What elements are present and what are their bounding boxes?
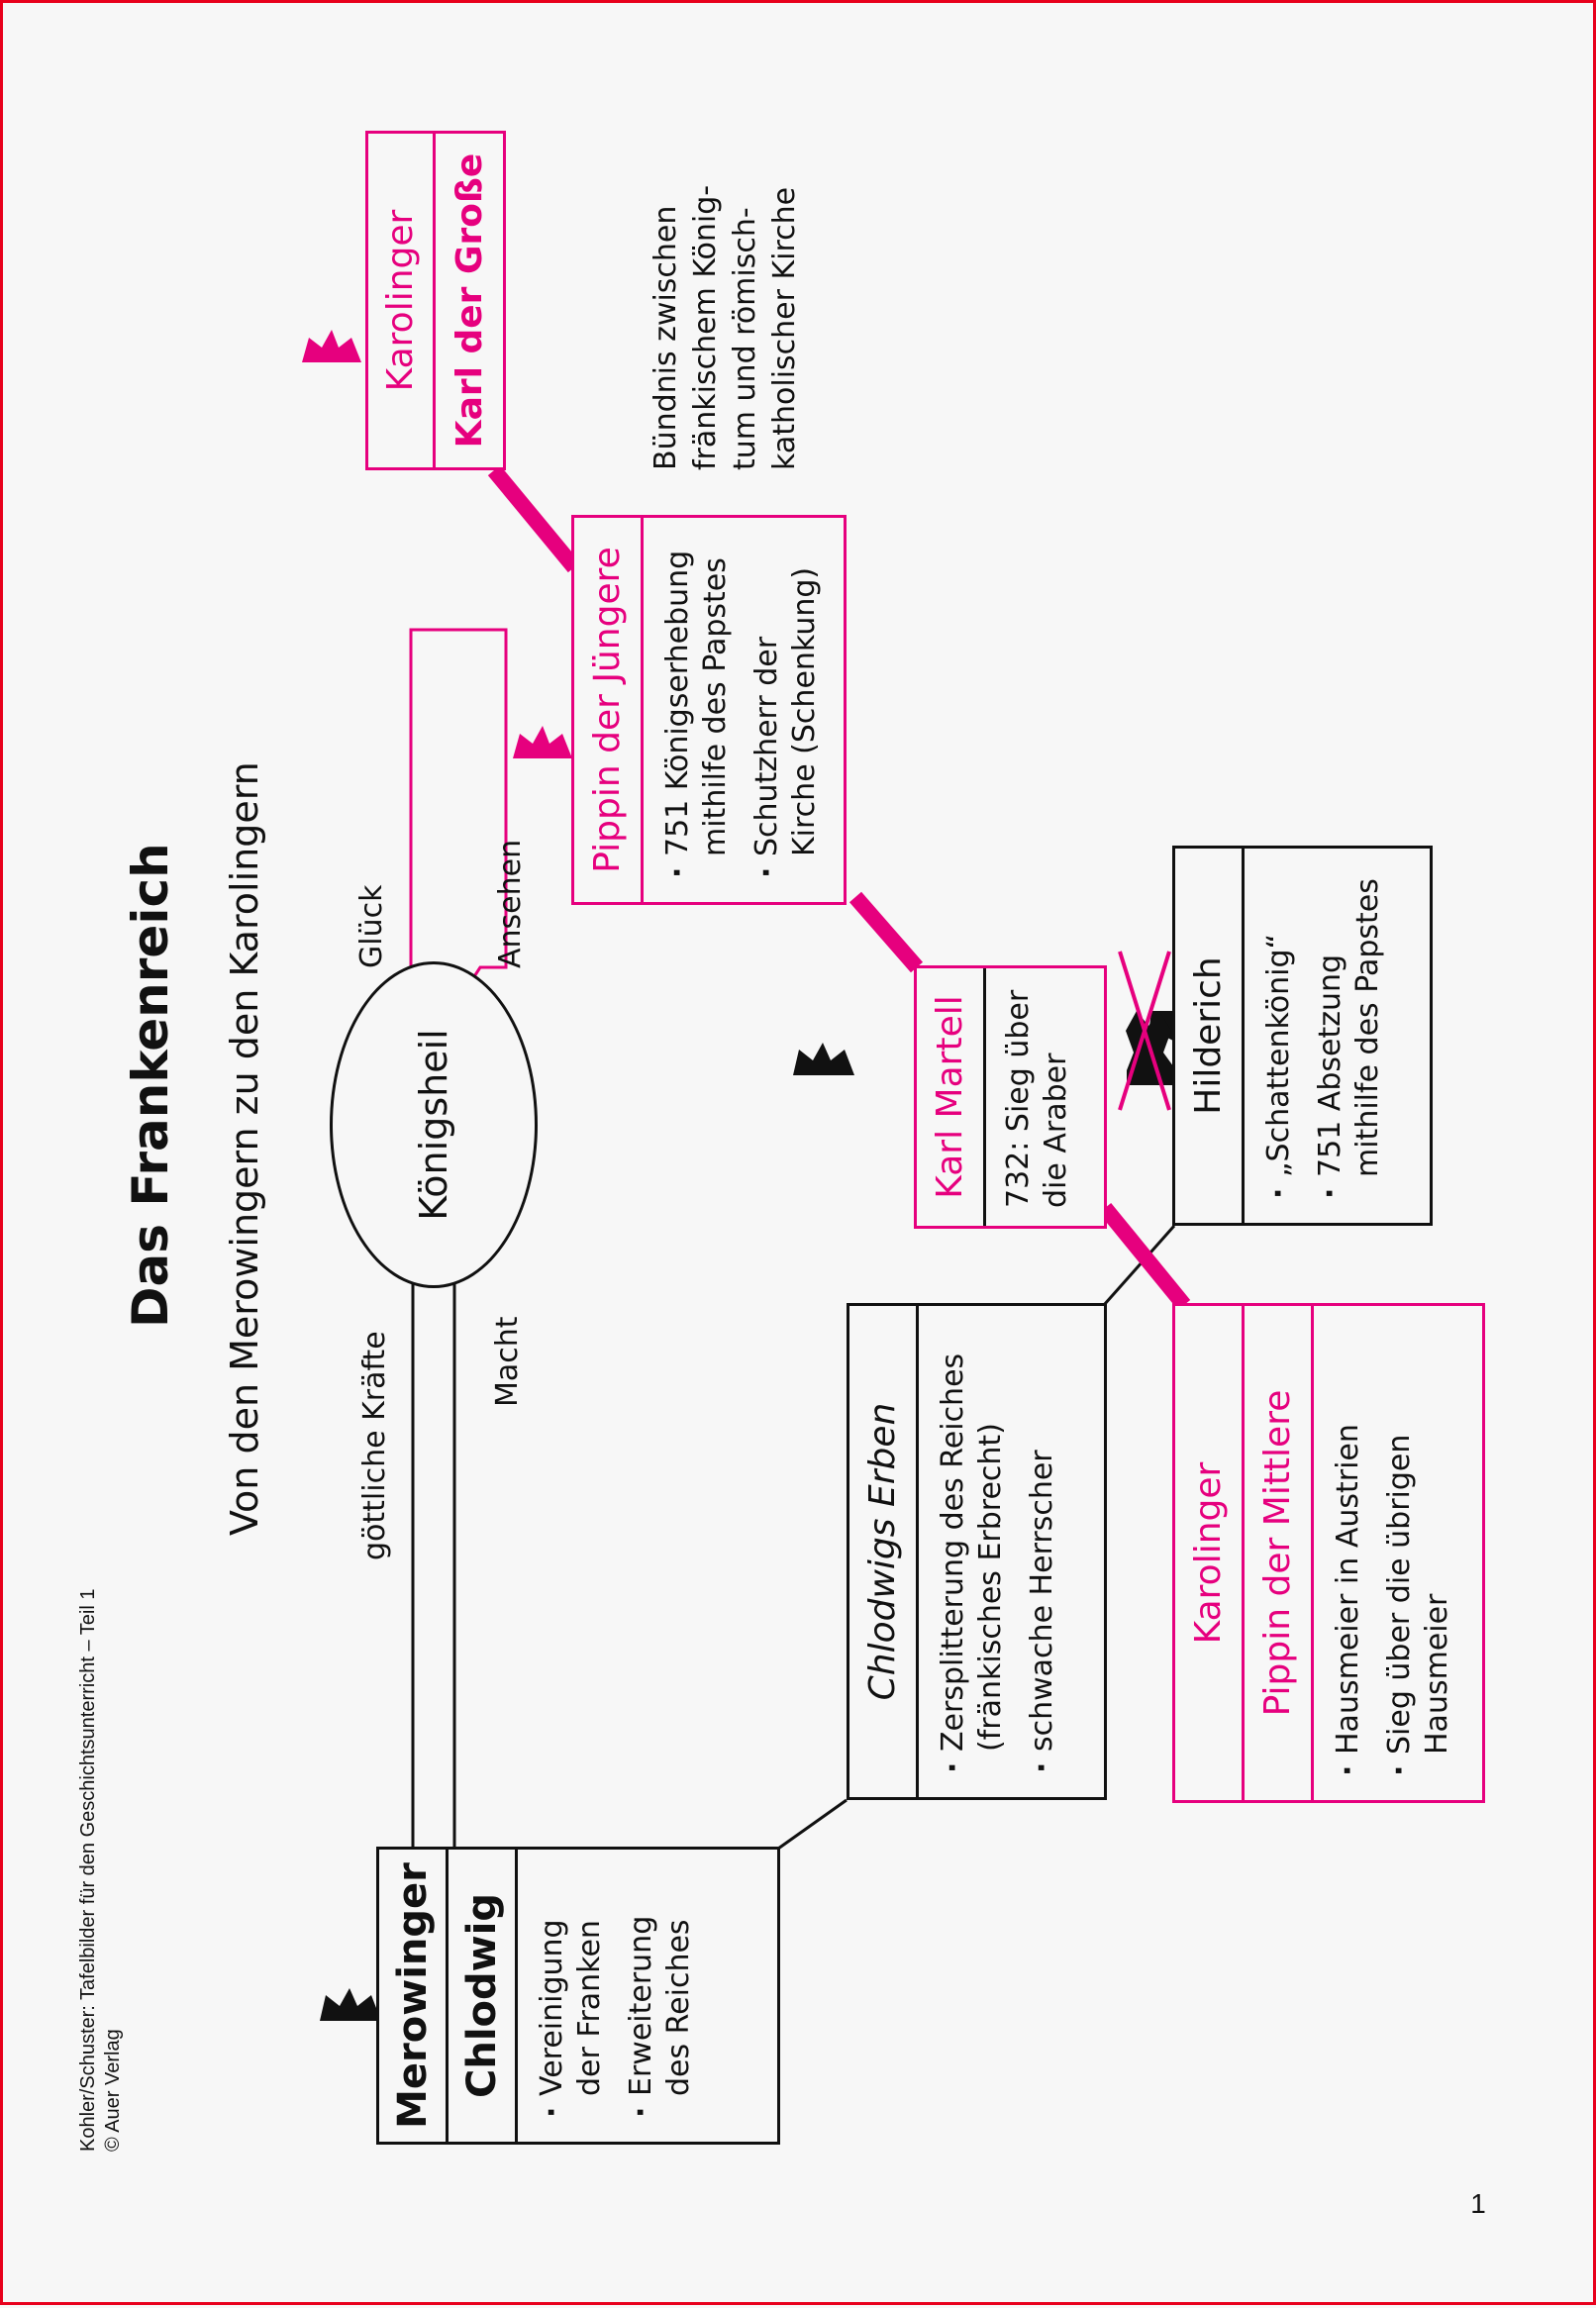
list-item: 751 Absetzung mithilfe des Papstes (1312, 868, 1387, 1203)
merowinger-box: Merowinger Chlodwig Vereinigung der Fran… (376, 1847, 780, 2145)
page-subtitle: Von den Merowingern zu den Karolingern (223, 761, 266, 1536)
alliance-note: Bündnis zwischen fränkischem König- tum … (648, 184, 802, 470)
list-item: „Schattenkönig“ (1260, 868, 1298, 1203)
pippin-mittlere-points: Hausmeier in Austrien Sieg über die übri… (1314, 1306, 1484, 1800)
crown-icon (302, 330, 361, 362)
hilderich-points: „Schattenkönig“ 751 Absetzung mithilfe d… (1245, 849, 1415, 1223)
pippin-mittlere-box: Karolinger Pippin der Mittlere Hausmeier… (1172, 1303, 1485, 1803)
ruler-karl-der-grosse: Karl der Große (449, 152, 490, 449)
merowinger-points: Vereinigung der Franken Erweiterung des … (518, 1850, 726, 2142)
diagram-canvas: Das Frankenreich Von den Merowingern zu … (3, 3, 1596, 2308)
list-item: Schutzherr der Kirche (Schenkung) (748, 538, 824, 882)
label-ansehen: Ansehen (493, 839, 528, 968)
pippin-juengere-points: 751 Königserhebung mithilfe des Papstes … (644, 518, 851, 902)
ruler-chlodwig: Chlodwig (449, 1850, 518, 2142)
connector-karl-martell-to-pippin-juengere (848, 891, 924, 973)
connector-pippin-mittlere-to-karl-martell (1098, 1202, 1191, 1311)
list-item: Sieg über die übrigen Hausmeier (1381, 1326, 1456, 1780)
list-item: Erweiterung des Reiches (623, 1869, 698, 2122)
crown-icon (320, 1988, 381, 2021)
koenigsheil-ellipse: Königsheil (330, 961, 538, 1288)
connector-chlodwig-to-erben (777, 1798, 848, 1851)
crown-icon (793, 1043, 854, 1075)
connector-erben-to-hilderich (1102, 1225, 1176, 1306)
ruler-pippin-mittlere: Pippin der Mittlere (1245, 1306, 1314, 1800)
list-item: Vereinigung der Franken (534, 1869, 609, 2122)
label-macht: Macht (490, 1316, 525, 1407)
karl-martell-text: 732: Sieg über die Araber (1001, 989, 1073, 1208)
hilderich-heading: Hilderich (1175, 849, 1245, 1223)
label-goettliche-kraefte: göttliche Kräfte (357, 1331, 392, 1560)
page-number: 1 (1470, 2188, 1486, 2220)
dynasty-karolinger-mittlere: Karolinger (1175, 1306, 1245, 1800)
list-item: Zersplitterung des Reiches (fränkisches … (935, 1326, 1010, 1777)
erben-heading: Chlodwigs Erben (849, 1306, 919, 1797)
list-item: 751 Königserhebung mithilfe des Papstes (659, 538, 735, 882)
crossed-crown-icon (1118, 951, 1176, 1111)
erben-points: Zersplitterung des Reiches (fränkisches … (919, 1306, 1089, 1797)
source-credit: Kohler/Schuster: Tafelbilder für den Ges… (77, 1588, 124, 2152)
crown-icon (513, 726, 572, 758)
arrow-koenigsheil-to-karolinger-icon (409, 628, 508, 1001)
list-item: schwache Herrscher (1024, 1326, 1061, 1777)
dynasty-karolinger: Karolinger (368, 134, 436, 467)
hilderich-box: Hilderich „Schattenkönig“ 751 Absetzung … (1172, 846, 1433, 1226)
list-item: Hausmeier in Austrien (1330, 1326, 1367, 1780)
karl-martell-heading: Karl Martell (917, 968, 986, 1226)
connector-layer (302, 330, 1191, 2021)
dynasty-merowinger: Merowinger (379, 1850, 449, 2142)
pippin-juengere-box: Pippin der Jüngere 751 Königserhebung mi… (571, 515, 847, 905)
page-title: Das Frankenreich (122, 843, 179, 1328)
pippin-juengere-heading: Pippin der Jüngere (574, 518, 644, 902)
karolinger-box: Karolinger Karl der Große (365, 131, 506, 470)
karl-martell-box: Karl Martell 732: Sieg über die Araber (914, 965, 1107, 1229)
label-glueck: Glück (354, 884, 389, 968)
chlodwigs-erben-box: Chlodwigs Erben Zersplitterung des Reich… (847, 1303, 1107, 1800)
connector-pippin-juengere-to-karl-der-grosse (487, 464, 581, 573)
